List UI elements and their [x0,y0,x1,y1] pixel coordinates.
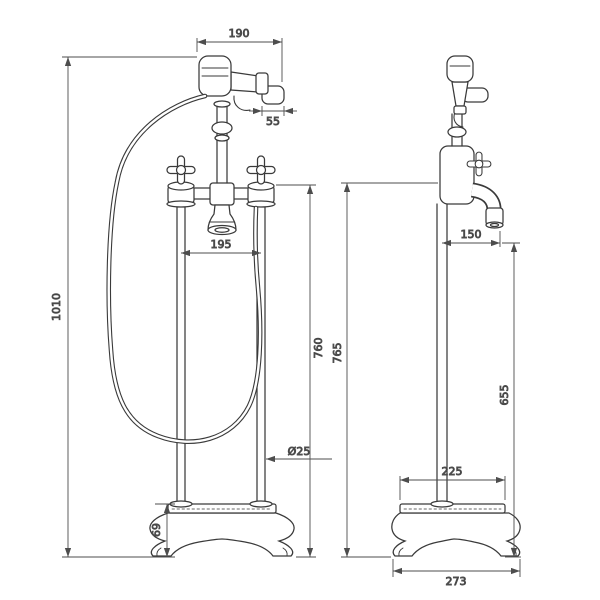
dim-leg-spacing-label: 195 [211,238,232,251]
dim-bracket-offset-label: 55 [266,115,280,128]
dim-overall-height-label: 1010 [50,293,63,321]
column-collar [211,121,233,135]
center-tee [209,182,235,206]
dim-bracket-offset: 55 [249,106,297,128]
dim-base-plate-width-label: 225 [442,465,463,478]
base-front [149,500,295,557]
dim-body-height: 765 [331,182,438,558]
dim-base-overall-width: 273 [392,559,521,588]
right-cross-handle-icon [246,155,276,185]
dimensions: 190 55 1010 195 760 [50,27,521,588]
side-view [391,55,521,557]
dim-handset-width-label: 190 [229,27,250,40]
right-union [246,181,276,208]
riser-column [211,100,233,184]
dim-overall-height: 1010 [50,56,197,558]
handset-side-grip [451,81,469,107]
base-side-skirt [391,512,521,557]
dim-body-height-label: 765 [331,343,344,364]
handset-grip [230,71,259,93]
dim-base-height-label: 69 [150,523,163,537]
dim-spout-height-label: 655 [498,385,511,406]
handset-side [446,55,489,128]
dim-leg-spacing: 195 [181,238,261,257]
spout-side [470,182,504,229]
cradle-hook [233,95,251,111]
front-view [106,55,295,557]
handset-side-head [446,55,474,83]
spout-bell [207,204,237,236]
dim-base-plate-width: 225 [399,465,506,500]
dim-spout-reach-label: 150 [461,228,482,241]
dim-pipe-diameter-label: Ø25 [288,445,311,458]
dim-spout-height: 655 [498,242,521,558]
shower-hose [106,93,263,444]
handset-ferrule [255,72,269,95]
dim-base-height: 69 [150,503,175,558]
dim-base-overall-width-label: 273 [446,575,467,588]
left-cross-handle-icon [166,155,196,185]
body-side [439,145,475,205]
column-side [447,113,467,147]
left-leg [176,202,186,507]
left-union [166,181,196,208]
dim-handset-width: 190 [196,27,283,82]
dim-handle-height: 760 [276,184,325,558]
standpipe [436,203,448,507]
base-side [391,500,521,557]
dim-spout-reach: 150 [442,228,501,247]
handset-front [198,55,285,111]
base-front-skirt [149,512,295,557]
dim-pipe-diameter: Ø25 [266,445,332,463]
dim-handle-height-label: 760 [312,338,325,359]
